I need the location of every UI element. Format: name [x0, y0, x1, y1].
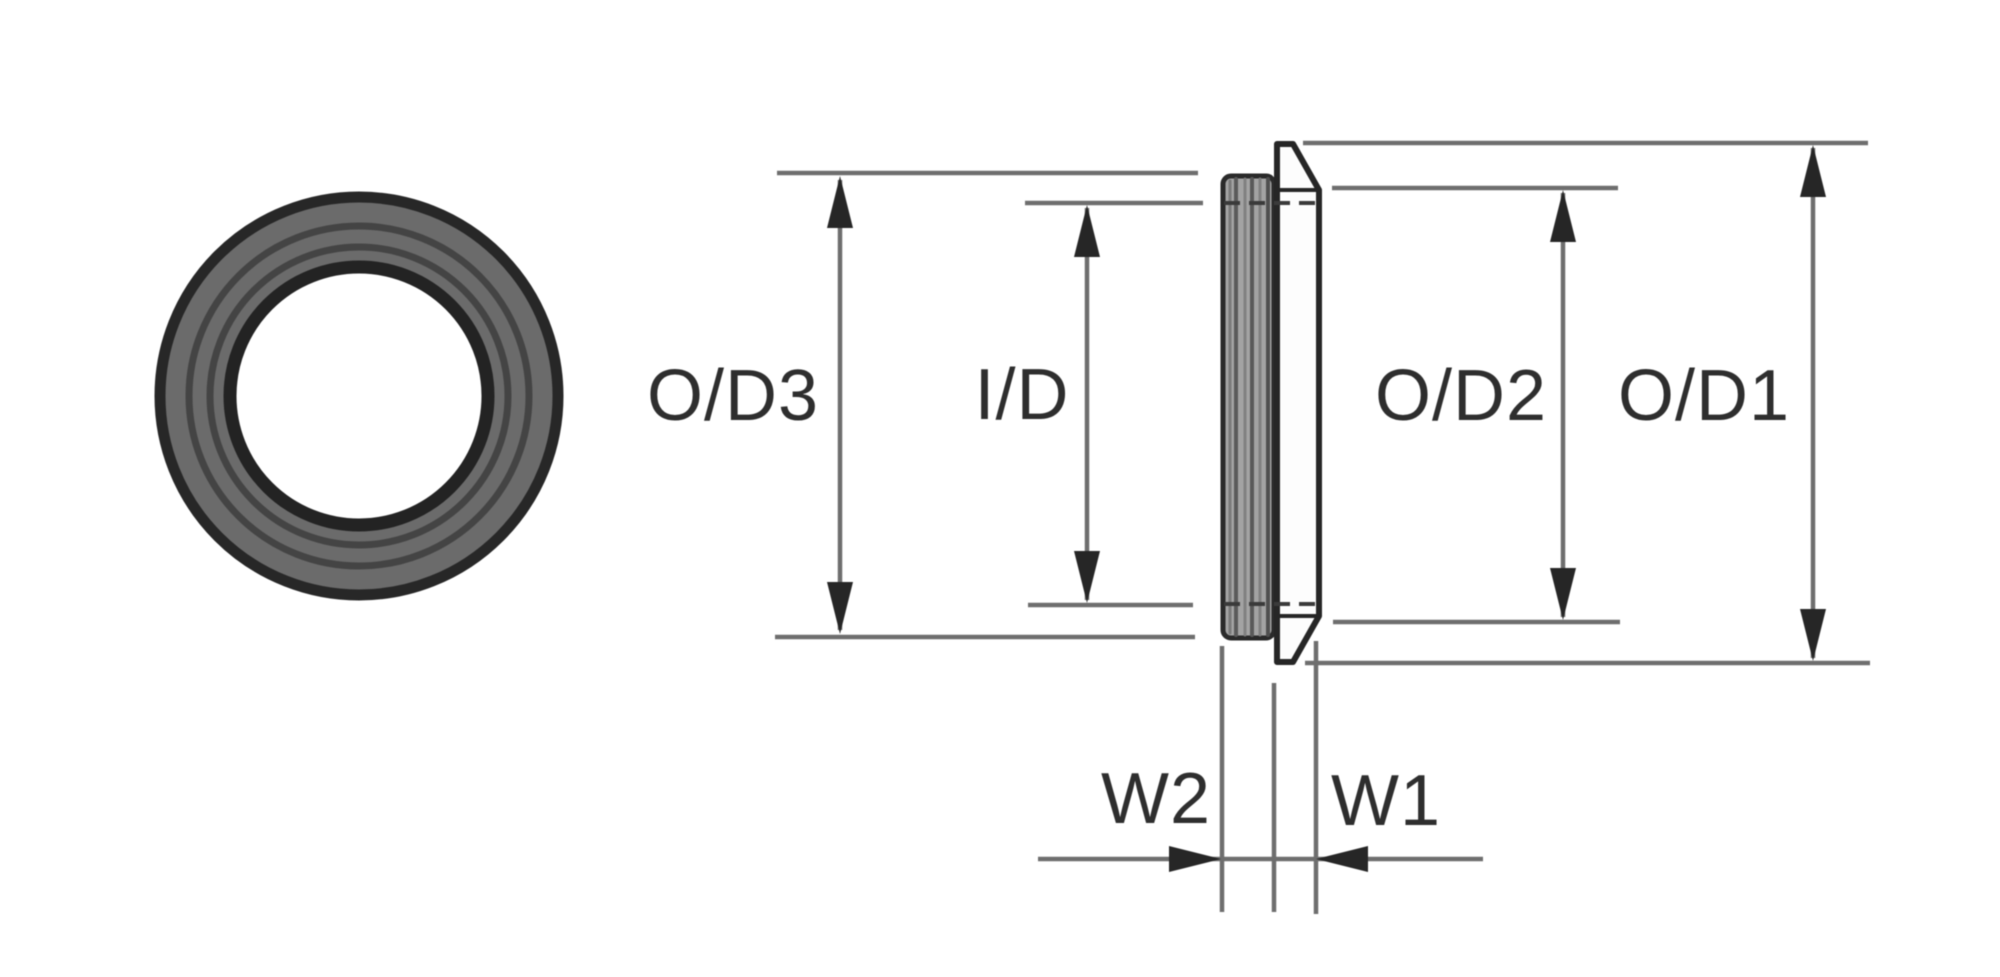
od1-dimension: O/D1	[1303, 140, 1870, 666]
w2-arrow-right-icon	[1169, 846, 1221, 872]
flange-outline	[1274, 141, 1322, 665]
id-arrow-down-icon	[1074, 551, 1100, 603]
w1-arrow-left-icon	[1316, 846, 1368, 872]
id-arrow-up-icon	[1074, 205, 1100, 257]
od2-dimension: O/D2	[1332, 185, 1620, 625]
od2-arrow-down-icon	[1550, 568, 1576, 620]
w1-label: W1	[1331, 761, 1441, 841]
od3-dimension: O/D3	[647, 170, 1198, 640]
od3-label: O/D3	[647, 356, 819, 436]
seal-front-view	[154, 191, 564, 601]
ring-bore	[223, 260, 495, 532]
seal-side-view	[1220, 141, 1322, 665]
ring-groove-inner	[206, 243, 512, 549]
ring-groove-outer	[185, 222, 533, 570]
od3-arrow-down-icon	[827, 582, 853, 634]
w2-label: W2	[1101, 759, 1211, 839]
sleeve-ribs	[1228, 177, 1270, 637]
od2-arrow-up-icon	[1550, 190, 1576, 242]
od1-arrow-up-icon	[1800, 145, 1826, 197]
od1-arrow-down-icon	[1800, 609, 1826, 661]
id-dimension: I/D	[974, 200, 1203, 608]
id-label: I/D	[974, 355, 1069, 435]
od1-label: O/D1	[1618, 356, 1790, 436]
od2-label: O/D2	[1375, 356, 1547, 436]
width-dimensions: W2 W1	[1038, 641, 1483, 914]
od3-arrow-up-icon	[827, 176, 853, 228]
